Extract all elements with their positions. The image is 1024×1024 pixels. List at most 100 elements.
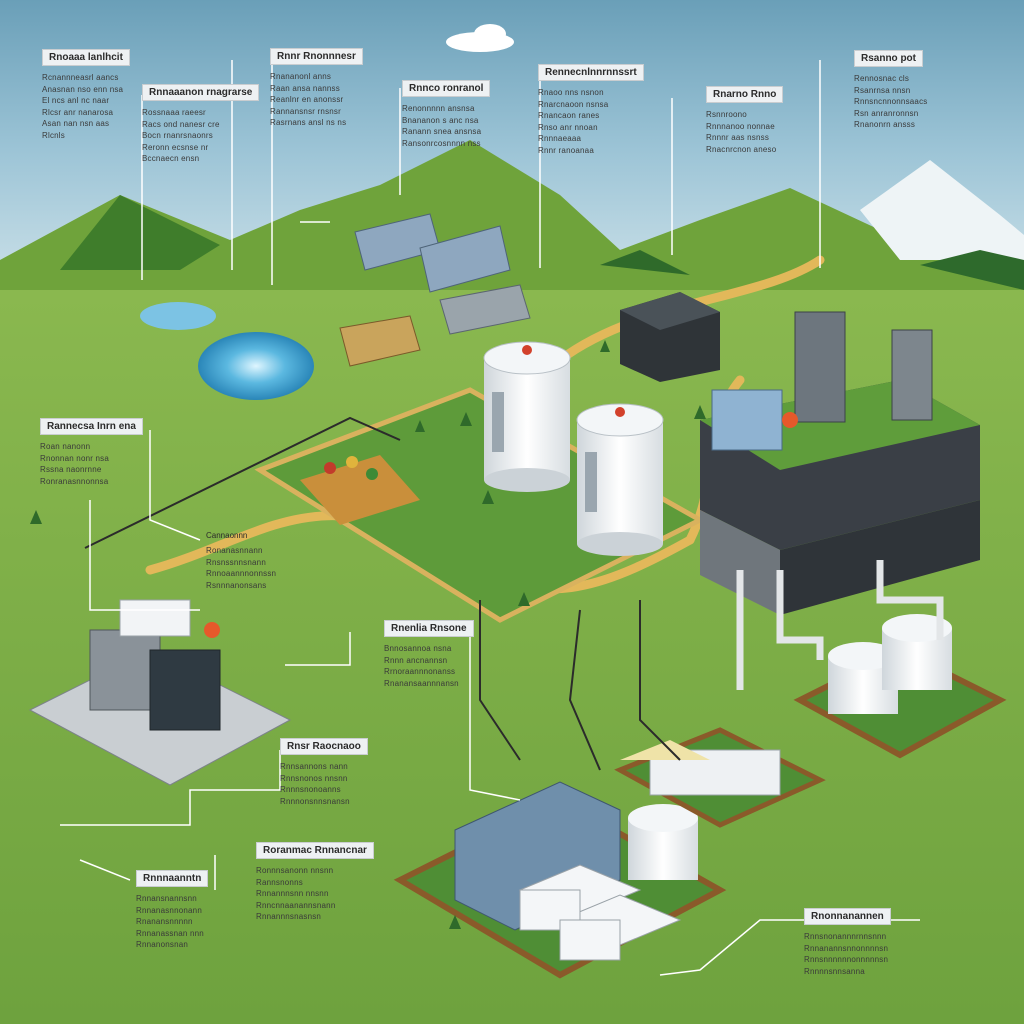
callout-line: Rnsnssnnsnann [206, 557, 266, 567]
pond [198, 332, 314, 400]
feedstock-processing [339, 213, 531, 367]
callout-line: Rannansnsr rnsnsr [270, 106, 341, 116]
callout-line: Rnnnr aas nsnss [706, 133, 770, 142]
callout-4: Rnnco ronranol Renonnnnn ansnsa Bnananon… [402, 78, 491, 149]
callout-title: Rnnr Rnonnnesr [270, 48, 363, 65]
callout-line: Asan nan nsn aas [42, 119, 110, 128]
callout-title: Rnsr Raocnaoo [280, 738, 368, 755]
callout-line: Rnnsnnnnnnonnnnnsn [804, 955, 889, 964]
digester-tank-2 [576, 403, 664, 556]
callout-line: Rnacnrcnon aneso [706, 144, 777, 154]
callout-title: Rnenlia Rnsone [384, 620, 474, 637]
callout-line: Rnnoaannnonnssn [206, 569, 277, 578]
callout-line: Rnanonrn ansss [854, 120, 916, 129]
callout-7: Rsanno pot Rennosnac cls Rsanrnsa nnsn R… [854, 48, 927, 131]
callout-line: Racs ond nanesr cre [142, 119, 220, 129]
callout-line: Rnnr ranoanaa [538, 145, 594, 155]
digester-tank-1 [483, 341, 571, 492]
callout-line: Rnnnanoo nonnae [706, 121, 775, 131]
callout-line: Bnananon s anc nsa [402, 115, 479, 125]
callout-line: Rnanansaannnansn [384, 678, 459, 688]
callout-title: Rnonnanannen [804, 908, 891, 925]
callout-12: Roranmac Rnnancnar Ronnnsanonn nnsnn Ran… [256, 840, 374, 923]
control-building [620, 292, 720, 382]
callout-line: Rssna naonrnne [40, 465, 102, 474]
callout-line: El ncs anl nc naar [42, 96, 110, 105]
callout-title: Rnnaaanon rnagrarse [142, 84, 260, 101]
callout-leaders [60, 60, 920, 976]
mountains [0, 140, 1024, 320]
callout-line: Rnarcnaoon nsnsa [538, 99, 609, 109]
callout-line: Renonnnnn ansnsa [402, 104, 475, 113]
callout-line: Rasrnans ansl ns ns [270, 118, 347, 127]
callout-line: Anasnan nso enn nsa [42, 84, 124, 94]
callout-line: Rnnnsnonoanns [280, 785, 341, 794]
callout-line: Rnnanasnnonann [136, 905, 202, 915]
signal-lines [84, 416, 681, 771]
distribution-complex [393, 781, 727, 979]
callout-line: Rsanrnsa nnsn [854, 85, 911, 95]
callout-1: Rnoaaa lanlhcit Rcnannneasrl aancs Anasn… [42, 47, 130, 141]
callout-line: Rnnansnannsnn [136, 894, 197, 903]
callout-line: Rennosnac cls [854, 74, 910, 83]
callout-line: Ransonrcosnnnn nss [402, 138, 481, 148]
callout-line: Reanlnr en anonssr [270, 95, 344, 104]
callout-line: Rnonnan nonr nsa [40, 453, 110, 463]
callout-line: Rnnnaeaaa [538, 134, 582, 143]
callout-line: Ronanasnnann [206, 546, 263, 555]
callout-line: Rannsnonns [256, 877, 303, 887]
callout-3: Rnnr Rnonnnesr Rnananonl anns Raan ansa … [270, 46, 363, 129]
callout-line: Ranann snea ansnsa [402, 127, 482, 136]
callout-line: Ronranasnnonnsa [40, 476, 109, 486]
callout-title: Rsanno pot [854, 50, 923, 67]
callout-line: Rnnnnsnnsanna [804, 966, 865, 976]
callout-line: Rnananonl anns [270, 72, 332, 81]
generator-building [700, 311, 980, 615]
callout-line: Rnnanassnan nnn [136, 928, 204, 938]
callout-line: Rnancaon ranes [538, 111, 600, 120]
callout-line: Reronn ecsnse nr [142, 142, 209, 152]
callout-title: Roranmac Rnnancnar [256, 842, 374, 859]
callout-line: Rsnnroono [706, 110, 747, 119]
callout-title: Rnnnaanntn [136, 870, 209, 887]
callout-5: Rennecnlnnrnnssrt Rnaoo nns nsnon Rnarcn… [538, 62, 644, 156]
callout-10: Rnenlia Rnsone Bnnosannoa nsna Rnnn ancn… [384, 618, 474, 689]
callout-line: Bnnosannoa nsna [384, 644, 452, 653]
callout-13: Rnnnaanntn Rnnansnannsnn Rnnanasnnonann … [136, 868, 209, 951]
callout-line: Rlcsr anr nanarosa [42, 107, 114, 117]
callout-line: Raan ansa nannss [270, 83, 340, 93]
callout-line: Rnanansnnnnn [136, 917, 193, 926]
callout-line: Rnnsannons nann [280, 762, 348, 771]
callout-title: Rannecsa Inrn ena [40, 418, 143, 435]
trees [30, 340, 706, 929]
callout-line: Rnnn ancnannsn [384, 655, 448, 665]
callout-line: Rnnannnsnasnsn [256, 912, 322, 921]
callout-line: Rsn anranronnsn [854, 108, 919, 118]
crop-pile [300, 455, 420, 525]
callout-line: Rossnaaa raeesr [142, 108, 206, 117]
callout-title: Rnoaaa lanlhcit [42, 49, 130, 66]
pond-small [140, 302, 216, 330]
callout-14: Rnonnanannen Rnnsnonannnrnnsnnn Rnnanann… [804, 906, 891, 977]
callout-line: Rnnsnonannnrnnsnnn [804, 932, 887, 941]
callout-11: Rnsr Raocnaoo Rnnsannons nann Rnnsnonos … [280, 736, 368, 807]
callout-8: Rannecsa Inrn ena Roan nanonn Rnonnan no… [40, 416, 143, 487]
callout-line: Rnso anr nnoan [538, 122, 598, 132]
callout-title: Cannaonnn [206, 531, 248, 540]
callout-line: Roan nanonn [40, 442, 91, 451]
callout-line: Rnnanannsnnonnnnsn [804, 943, 889, 953]
callout-title: Rnarno Rnno [706, 86, 784, 103]
pipes [736, 560, 944, 690]
callout-line: Bocn rnanrsnaonrs [142, 131, 213, 140]
callout-line: Rnncnnaanannsnann [256, 900, 336, 910]
callout-title: Rennecnlnnrnnssrt [538, 64, 644, 81]
callout-line: Rlcnls [42, 130, 65, 140]
callout-line: Rcnannneasrl aancs [42, 73, 119, 82]
callout-line: Rnnsncnnonnsaacs [854, 97, 928, 106]
callout-line: Rsnnnanonsans [206, 580, 267, 590]
callout-9: Cannaonnn Ronanasnnann Rnsnssnnsnann Rnn… [206, 525, 276, 591]
callout-line: Ronnnsanonn nnsnn [256, 866, 334, 875]
callout-line: Bccnaecn ensn [142, 154, 200, 163]
loading-station [614, 727, 826, 828]
